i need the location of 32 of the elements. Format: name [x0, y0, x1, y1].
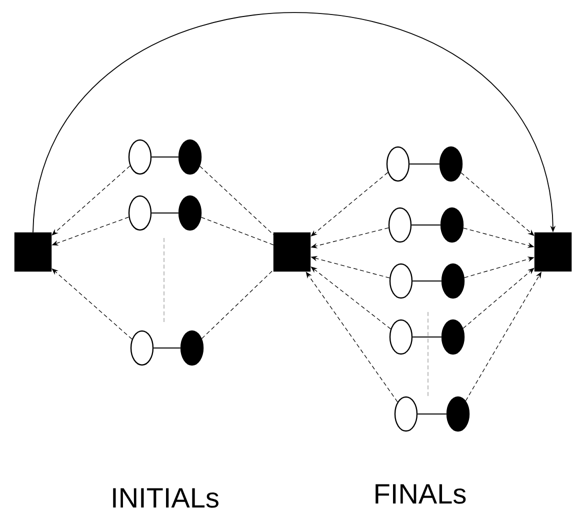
circle: [178, 195, 202, 231]
circle: [441, 263, 465, 299]
circle: [441, 319, 465, 355]
circle: [440, 207, 464, 243]
group-label: INITIALs: [113, 488, 218, 508]
square: [534, 232, 572, 272]
connector-line: [151, 156, 179, 158]
dashed-line: [201, 270, 274, 339]
circle: [128, 139, 152, 175]
connector-line: [412, 280, 442, 282]
circle: [386, 146, 410, 182]
circle: [389, 319, 413, 355]
circle: [178, 139, 202, 175]
dashed-arrow: [460, 172, 534, 236]
circle: [439, 146, 463, 182]
dashed-arrow: [52, 166, 130, 236]
circle: [128, 195, 152, 231]
circle: [130, 330, 154, 366]
arc-arrow: [32, 12, 556, 233]
square: [14, 232, 52, 272]
circle: [180, 330, 204, 366]
group-label: FINALs: [376, 484, 466, 504]
circle: [389, 263, 413, 299]
connector-line: [151, 212, 179, 214]
dashed-line: [200, 216, 274, 246]
circle: [394, 396, 418, 432]
connector-line: [411, 224, 441, 226]
circle: [388, 207, 412, 243]
dashed-line: [200, 166, 274, 236]
circle: [446, 396, 470, 432]
square: [273, 232, 311, 272]
connector-line: [412, 336, 442, 338]
